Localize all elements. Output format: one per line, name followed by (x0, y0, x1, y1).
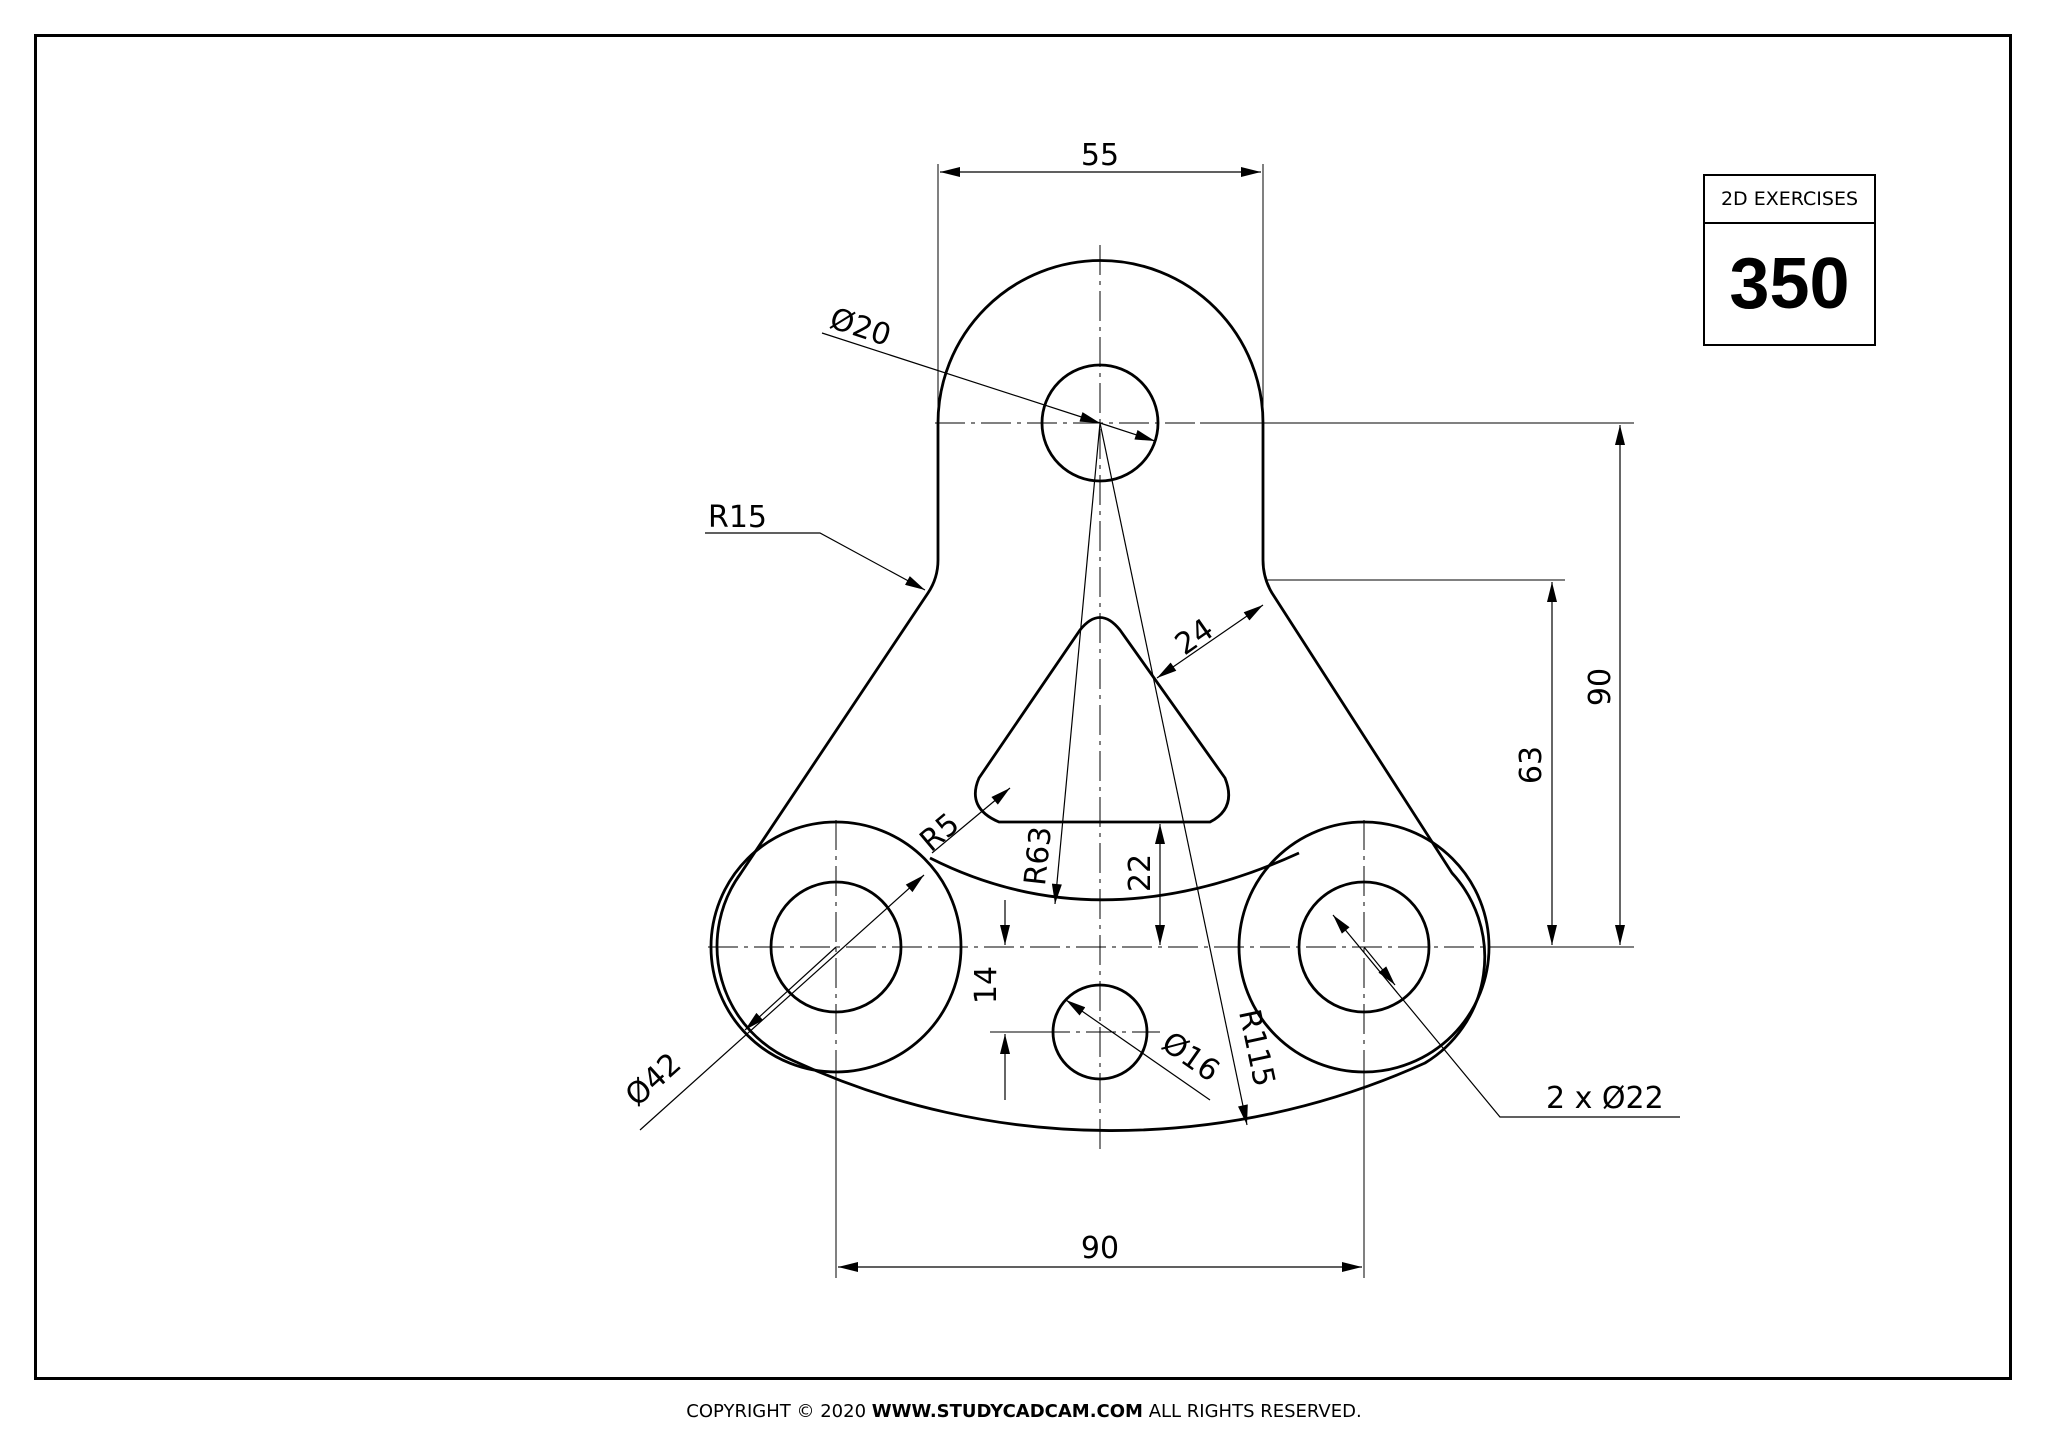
dim-text-22: 22 (1123, 854, 1158, 892)
footer-website: WWW.STUDYCADCAM.COM (871, 1401, 1143, 1422)
dim-text-90-horizontal: 90 (1081, 1231, 1119, 1266)
top-hole (1040, 363, 1160, 483)
drawing-border (34, 34, 2012, 1380)
leader-2xdia22-inner (1363, 946, 1396, 986)
outer-profile (715, 259, 1487, 1132)
left-boss-outer (709, 820, 963, 1074)
leader-dia20 (821, 332, 1101, 424)
triangular-cutout (973, 616, 1230, 824)
dimension-lines (639, 167, 1680, 1272)
dim-text-r5: R5 (913, 806, 966, 858)
dim-24 (1156, 604, 1264, 679)
inner-arc-r63 (929, 851, 1300, 902)
title-block-header: 2D EXERCISES (1705, 176, 1874, 224)
left-hole (769, 880, 903, 1014)
dim-text-14: 14 (969, 966, 1004, 1004)
dim-text-55: 55 (1081, 138, 1119, 173)
exercise-number: 350 (1729, 244, 1850, 324)
footer-suffix: ALL RIGHTS RESERVED. (1142, 1401, 1362, 1422)
leader-r63 (1051, 422, 1101, 905)
part-outline (709, 259, 1491, 1132)
footer-prefix: COPYRIGHT © 2020 (686, 1401, 872, 1422)
right-hole (1297, 880, 1431, 1014)
dim-text-r115: R115 (1231, 1006, 1281, 1090)
dim-text-r15: R15 (708, 500, 767, 535)
leader-r5 (931, 787, 1011, 854)
extension-lines (835, 164, 1634, 1278)
title-block: 2D EXERCISES 350 (1703, 174, 1876, 346)
leader-dia20-through (1099, 422, 1156, 442)
right-boss-outer (1237, 820, 1491, 1074)
dim-text-dia16: Ø16 (1155, 1025, 1226, 1089)
small-hole (1051, 983, 1149, 1081)
copyright-footer: COPYRIGHT © 2020 WWW.STUDYCADCAM.COM ALL… (0, 1401, 2048, 1422)
leader-r115 (1099, 422, 1248, 1126)
dimension-text: 55 Ø20 R15 24 90 63 R5 R63 22 14 Ø42 Ø16… (619, 138, 1664, 1266)
leader-r15 (705, 532, 926, 591)
dim-text-24: 24 (1169, 612, 1220, 663)
center-lines (708, 245, 1490, 1152)
dim-text-63: 63 (1514, 746, 1549, 784)
dim-text-dia42: Ø42 (619, 1046, 688, 1113)
leader-dia42-lower (744, 946, 837, 1031)
dim-text-90-vertical: 90 (1583, 668, 1618, 706)
leader-dia42 (639, 874, 925, 1131)
dim-text-2xdia22: 2 x Ø22 (1546, 1081, 1664, 1116)
leader-dia16 (1065, 999, 1211, 1101)
dim-text-dia20: Ø20 (826, 301, 896, 353)
dim-text-r63: R63 (1018, 825, 1059, 887)
